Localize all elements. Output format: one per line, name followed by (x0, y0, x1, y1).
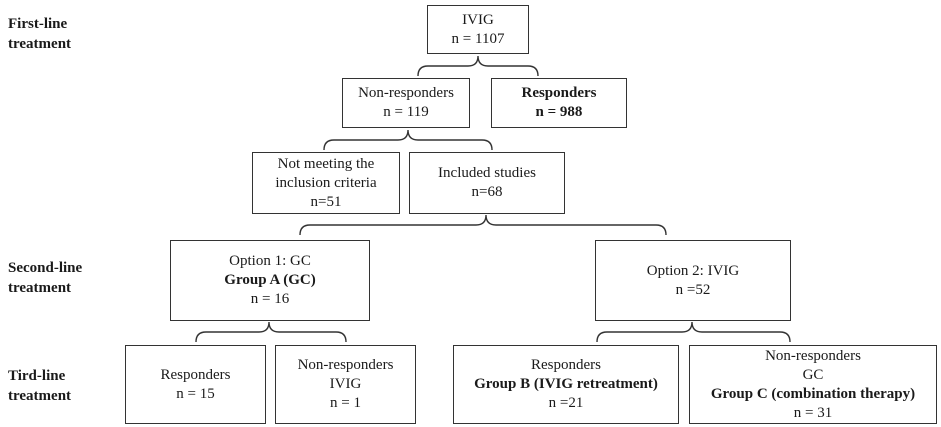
node-non-responders-1: Non-responders n = 119 (342, 78, 470, 128)
node-responders-2-title: Responders (160, 366, 231, 383)
node-responders-1-count: n = 988 (535, 104, 583, 120)
node-included: Included studies n=68 (409, 152, 565, 214)
node-group-b-title: Responders (531, 357, 601, 373)
node-group-c-therapy: GC (802, 366, 824, 383)
node-group-b: Responders Group B (IVIG retreatment) n … (453, 345, 679, 424)
node-option1-title: Option 1: GC (229, 253, 311, 269)
bracket-included (299, 214, 667, 236)
node-ivig-count: n = 1107 (451, 30, 505, 47)
node-group-b-count: n =21 (548, 395, 584, 411)
node-option2-title: Option 2: IVIG (646, 262, 740, 279)
node-option2: Option 2: IVIG n =52 (595, 240, 791, 321)
node-not-meeting-line2: inclusion criteria (275, 174, 377, 191)
node-group-c-count: n = 31 (793, 404, 833, 421)
node-option1-group: Group A (GC) (224, 272, 316, 288)
bracket-option2 (596, 321, 791, 343)
stage-label-third-line: Tird-line treatment (8, 368, 72, 404)
node-option1-count: n = 16 (250, 291, 290, 307)
node-non-responders-1-count: n = 119 (383, 104, 429, 120)
node-group-b-group: Group B (IVIG retreatment) (474, 376, 658, 392)
node-ivig-title: IVIG (462, 11, 494, 28)
node-non-responders-1-title: Non-responders (358, 85, 454, 101)
node-non-responders-2: Non-responders IVIG n = 1 (275, 345, 416, 424)
node-group-c: Non-responders GC Group C (combination t… (689, 345, 937, 424)
bracket-option1 (195, 321, 347, 343)
node-included-count: n=68 (471, 184, 503, 200)
node-non-responders-2-therapy: IVIG (329, 376, 362, 392)
node-not-meeting-line1: Not meeting the (277, 155, 375, 172)
node-non-responders-2-count: n = 1 (330, 395, 361, 411)
node-ivig: IVIG n = 1107 (427, 5, 529, 54)
node-not-meeting: Not meeting the inclusion criteria n=51 (252, 152, 400, 214)
node-responders-2-count: n = 15 (176, 385, 215, 402)
node-responders-1-title: Responders (521, 85, 597, 101)
node-non-responders-2-title: Non-responders (297, 357, 394, 373)
node-group-c-title: Non-responders (765, 347, 861, 364)
node-responders-1: Responders n = 988 (491, 78, 627, 128)
node-not-meeting-count: n=51 (310, 193, 342, 210)
bracket-ivig (417, 55, 539, 77)
bracket-non-responders (323, 129, 493, 151)
node-group-c-group: Group C (combination therapy) (710, 385, 916, 402)
node-option1: Option 1: GC Group A (GC) n = 16 (170, 240, 370, 321)
stage-label-first-line: First-line treatment (8, 16, 72, 52)
node-responders-2: Responders n = 15 (125, 345, 266, 424)
node-included-title: Included studies (438, 165, 536, 181)
stage-label-second-line: Second-line treatment (8, 260, 83, 296)
node-option2-count: n =52 (675, 281, 711, 298)
